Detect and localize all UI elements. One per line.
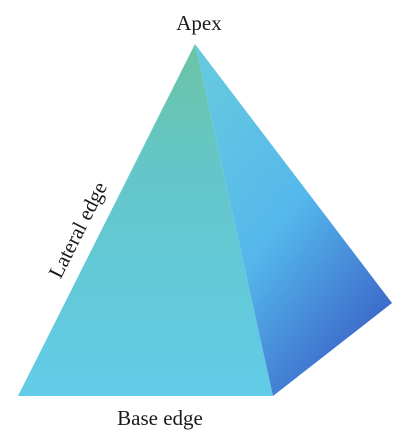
base-edge-label: Base edge — [117, 406, 203, 430]
pyramid-front-face — [18, 44, 273, 396]
pyramid-right-face — [195, 44, 392, 396]
apex-label: Apex — [176, 11, 222, 35]
